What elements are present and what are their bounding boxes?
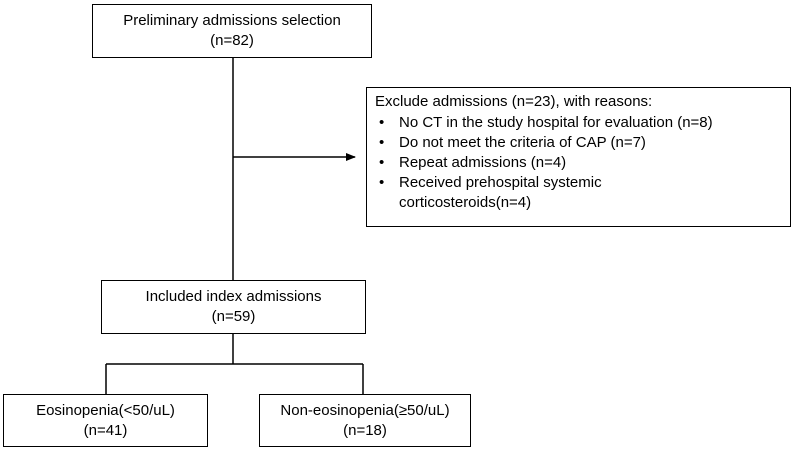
- non-eosinopenia-count: (n=18): [343, 421, 387, 439]
- eosinopenia-count: (n=41): [83, 421, 128, 439]
- included-title: Included index admissions: [145, 288, 322, 305]
- exclusion-reason-cap-criteria: Do not meet the criteria of CAP (n=7): [375, 133, 782, 153]
- non-eosinopenia-box: Non-eosinopenia(≥50/uL) (n=18): [259, 394, 471, 447]
- exclusion-heading: Exclude admissions (n=23), with reasons:: [375, 93, 653, 110]
- exclusion-box: Exclude admissions (n=23), with reasons:…: [366, 87, 791, 227]
- eosinopenia-title: Eosinopenia(<50/uL): [36, 401, 175, 419]
- eosinopenia-box: Eosinopenia(<50/uL) (n=41): [3, 394, 208, 447]
- included-admissions-box: Included index admissions (n=59): [101, 280, 366, 334]
- preliminary-selection-box: Preliminary admissions selection (n=82): [92, 4, 372, 58]
- exclusion-reason-corticosteroids: Received prehospital systemic corticoste…: [375, 173, 782, 213]
- exclusion-reason-no-ct: No CT in the study hospital for evaluati…: [375, 113, 782, 133]
- preliminary-count: (n=82): [210, 32, 254, 49]
- preliminary-title: Preliminary admissions selection: [123, 12, 341, 29]
- non-eosinopenia-title: Non-eosinopenia(≥50/uL): [280, 401, 450, 419]
- included-count: (n=59): [211, 308, 256, 325]
- exclusion-reason-repeat: Repeat admissions (n=4): [375, 153, 782, 173]
- exclusion-reasons-list: No CT in the study hospital for evaluati…: [375, 113, 782, 213]
